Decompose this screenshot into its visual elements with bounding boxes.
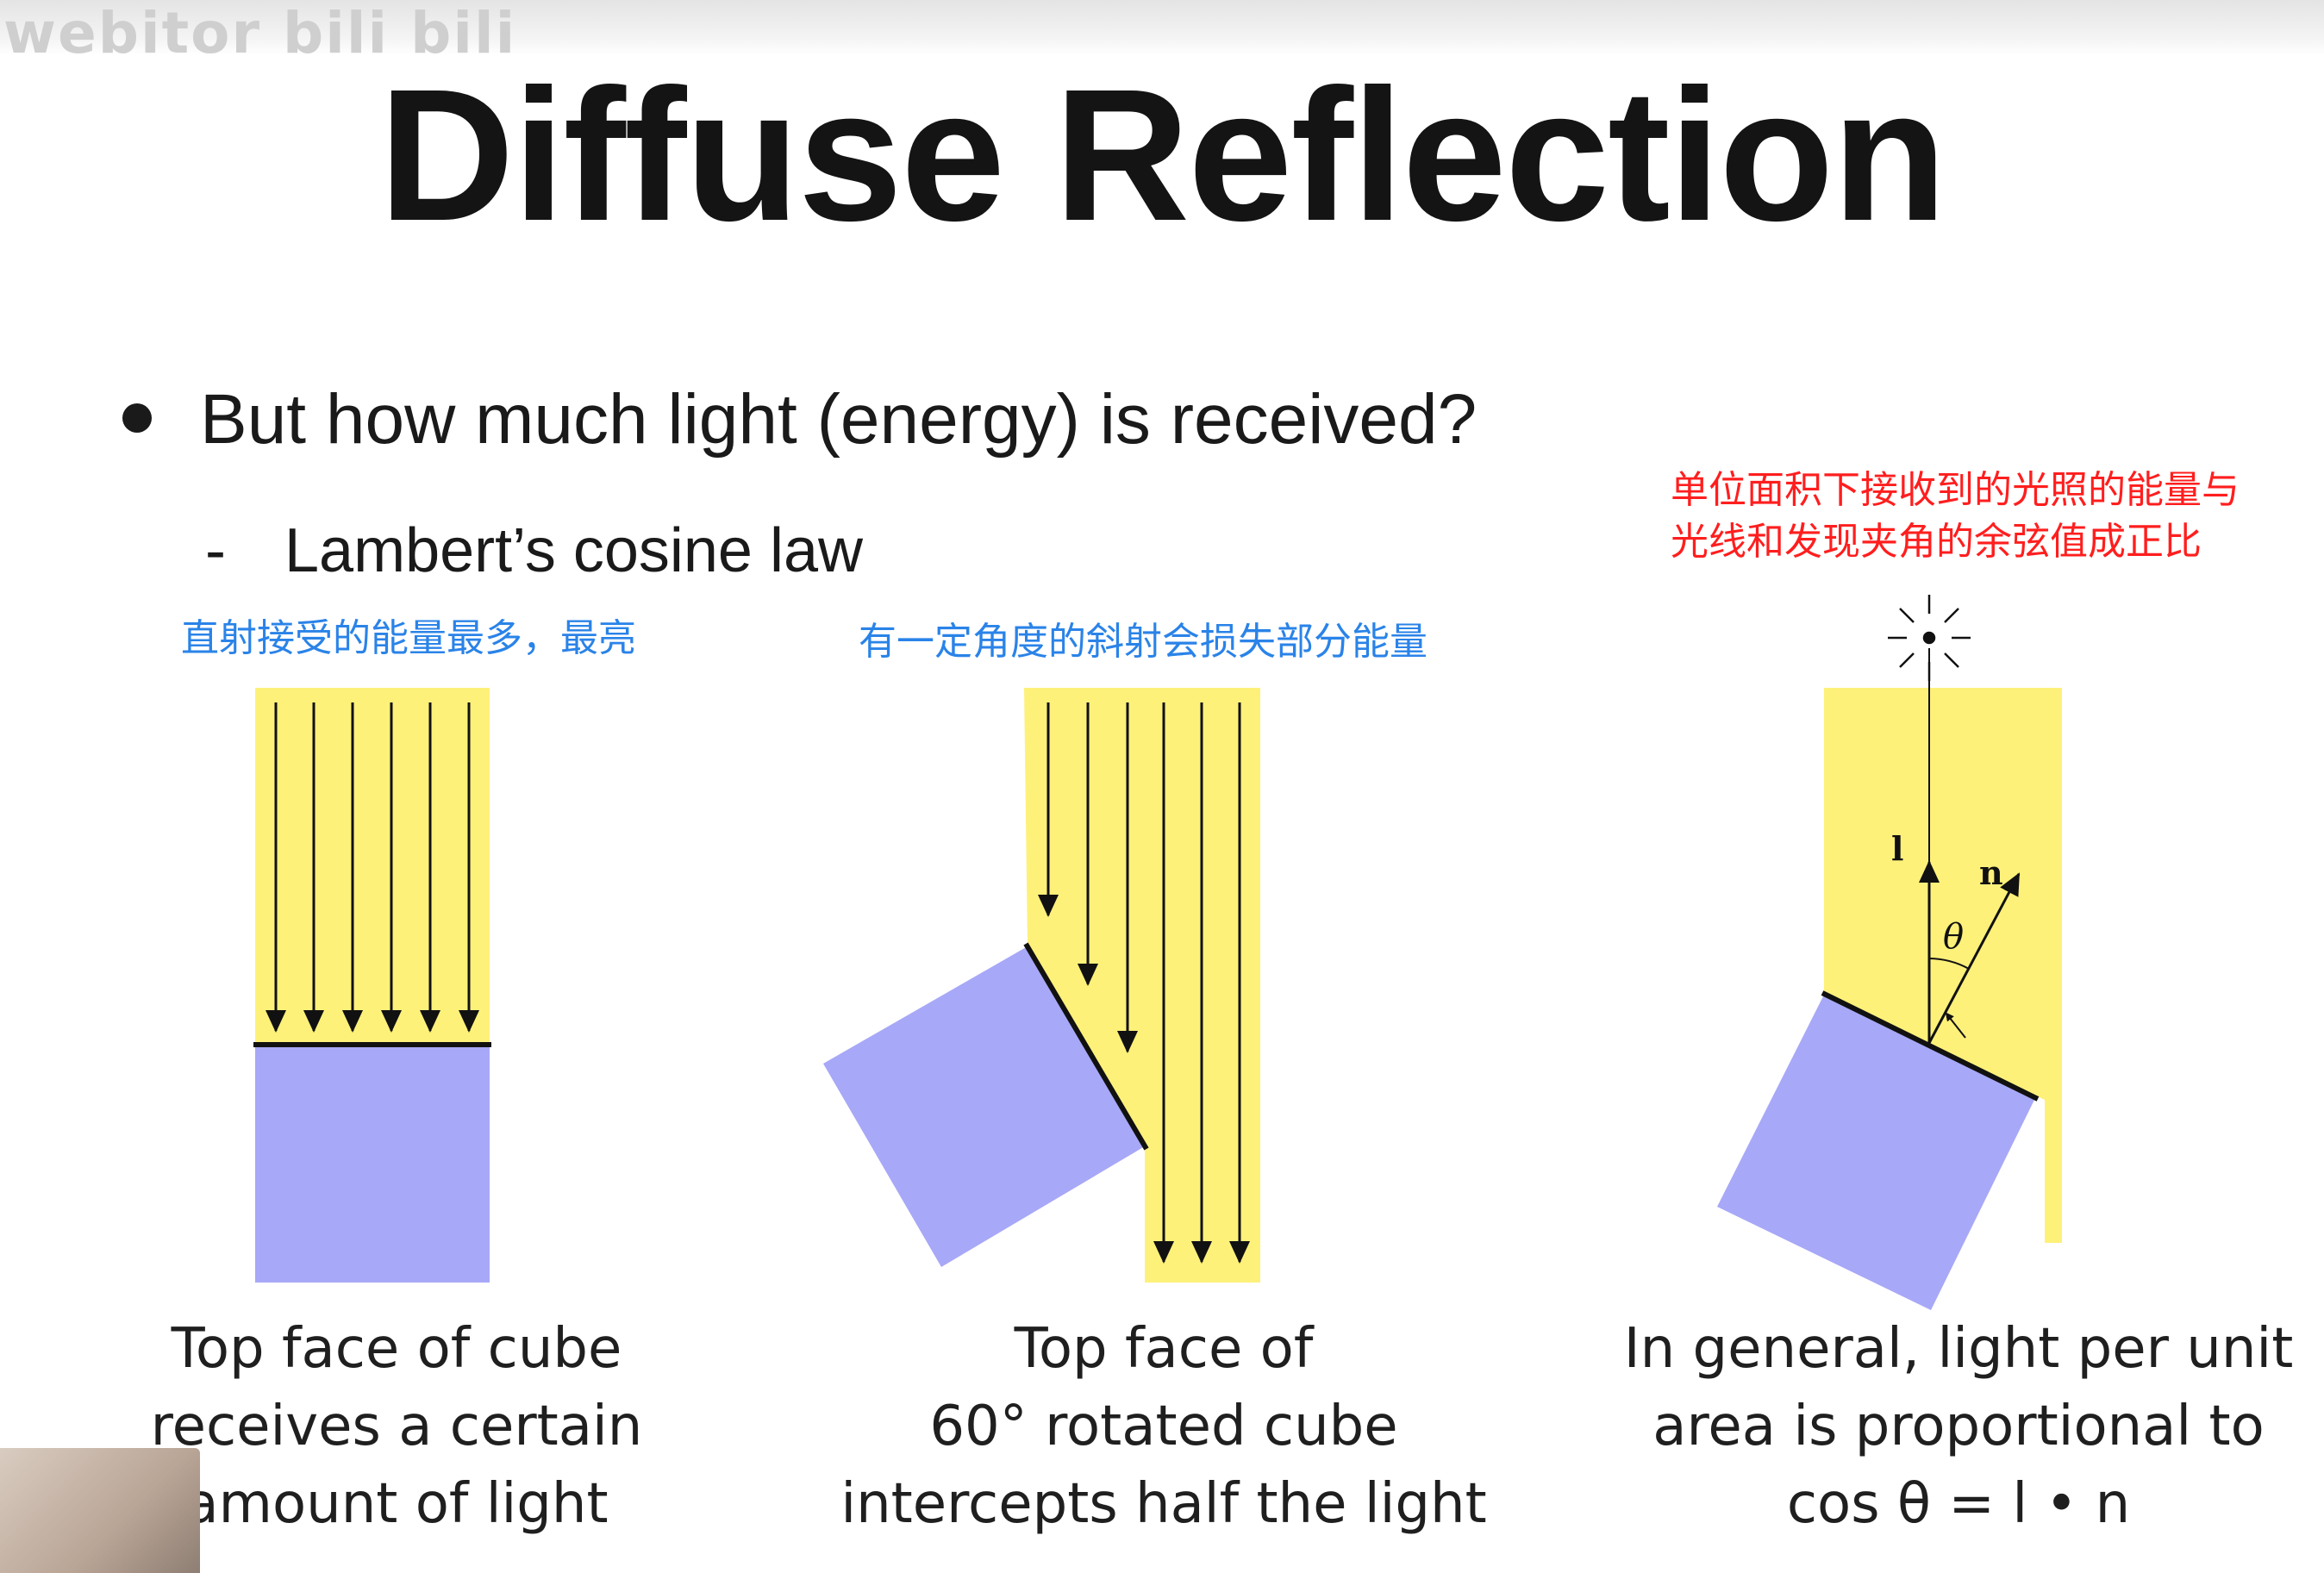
- caption-middle: Top face of 60° rotated cube intercepts …: [819, 1310, 1509, 1543]
- caption-left-line2: receives a certain: [150, 1395, 643, 1458]
- light-beam-right: [1824, 688, 2062, 1243]
- figure-rotated-cube: [823, 688, 1260, 1283]
- caption-right-line2: area is proportional to: [1652, 1395, 2265, 1458]
- annotation-cosine-line1: 单位面积下接收到的光照的能量与: [1671, 468, 2240, 512]
- cube-top-face-right: [1821, 990, 2040, 1102]
- caption-left-line3: amount of light: [184, 1472, 609, 1536]
- video-top-bar: [0, 0, 2324, 55]
- cube-right: [1717, 995, 2036, 1310]
- annotation-direct-light: 直射接受的能量最多，最亮: [181, 616, 636, 660]
- normal-vector-n: [1927, 872, 2021, 1044]
- caption-left-line1: Top face of cube: [171, 1317, 622, 1381]
- cube-left: [255, 1045, 490, 1283]
- light-rays-left: [266, 702, 479, 1033]
- figure-direct-cube: [253, 688, 491, 1283]
- label-l: l: [1891, 829, 1903, 868]
- caption-right-line1: In general, light per unit: [1623, 1317, 2294, 1381]
- sub-bullet-text: Lambert’s cosine law: [284, 516, 863, 585]
- light-beam-left: [255, 688, 490, 1043]
- cube-top-face-middle: [1023, 942, 1149, 1151]
- label-n: n: [1979, 853, 2003, 892]
- angle-arc: [1928, 958, 1970, 970]
- sub-bullet-dash: -: [205, 516, 226, 585]
- cube-middle: [823, 946, 1145, 1267]
- caption-middle-line3: intercepts half the light: [840, 1472, 1487, 1536]
- slide-title: Diffuse Reflection: [378, 51, 1946, 260]
- caption-middle-line1: Top face of: [1014, 1317, 1314, 1381]
- label-theta: θ: [1943, 917, 1964, 957]
- bullet-dot: [122, 403, 152, 433]
- annotation-oblique-light: 有一定角度的斜射会损失部分能量: [859, 620, 1428, 664]
- annotation-cosine-line2: 光线和发现夹角的余弦值成正比: [1671, 520, 2202, 564]
- figure-general-case: l n θ: [1717, 595, 2062, 1310]
- caption-left: Top face of cube receives a certain amou…: [121, 1310, 672, 1543]
- light-rays-middle: [1038, 702, 1250, 1264]
- caption-right-line3: cos θ = l • n: [1786, 1472, 2131, 1536]
- caption-right: In general, light per unit area is propo…: [1605, 1310, 2312, 1543]
- webcam-overlay: [0, 1448, 200, 1573]
- bullet-text: But how much light (energy) is received?: [200, 380, 1477, 459]
- watermark-logo: webitor bili bili: [3, 0, 517, 66]
- caption-middle-line2: 60° rotated cube: [929, 1395, 1398, 1458]
- surface-pointer: [1945, 1012, 1966, 1039]
